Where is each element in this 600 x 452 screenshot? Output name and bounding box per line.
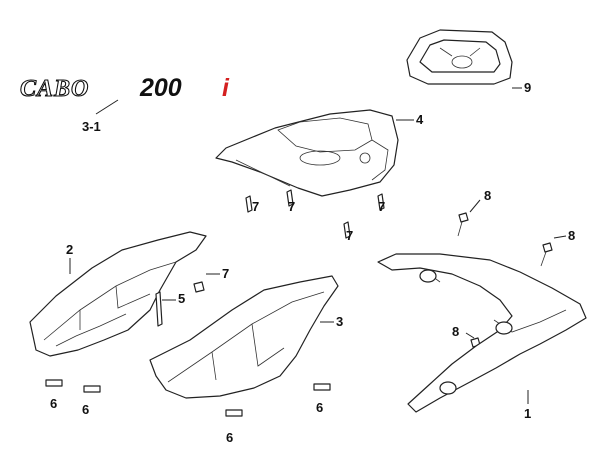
part-3-right-side-cover (149, 275, 339, 399)
part-5-bracket (155, 291, 176, 327)
callout-7b: 7 (288, 199, 295, 214)
logo-decal: CABO 200 i (19, 74, 230, 115)
callout-6c: 6 (226, 430, 233, 445)
callout-1: 1 (524, 406, 531, 421)
callout-2: 2 (66, 242, 73, 257)
callout-7a: 7 (252, 199, 259, 214)
logo-text-200: 200 (139, 74, 182, 102)
bolts-6-set (45, 379, 331, 417)
callout-7d: 7 (346, 228, 353, 243)
callout-8a: 8 (484, 188, 491, 203)
screws-7-set (245, 189, 385, 239)
leader-3-1 (95, 99, 119, 115)
part-1-grab-rail (377, 253, 587, 413)
callout-7c: 7 (378, 199, 385, 214)
callout-8b: 8 (568, 228, 575, 243)
callout-6a: 6 (50, 396, 57, 411)
callout-9: 9 (524, 80, 531, 95)
callout-8c: 8 (452, 324, 459, 339)
callout-3-1: 3-1 (82, 119, 101, 134)
part-9-storage-box (406, 29, 522, 89)
callout-3: 3 (336, 314, 343, 329)
logo-text-i: i (222, 74, 230, 102)
part-2-left-side-cover (29, 231, 207, 357)
callout-6d: 6 (316, 400, 323, 415)
callout-5: 5 (178, 291, 185, 306)
part-4-rear-cowl (215, 109, 414, 197)
bolt-7-side (193, 273, 220, 293)
callout-6b: 6 (82, 402, 89, 417)
callout-7e: 7 (222, 266, 229, 281)
logo-text-cabo: CABO (20, 76, 89, 102)
callout-4: 4 (416, 112, 424, 127)
